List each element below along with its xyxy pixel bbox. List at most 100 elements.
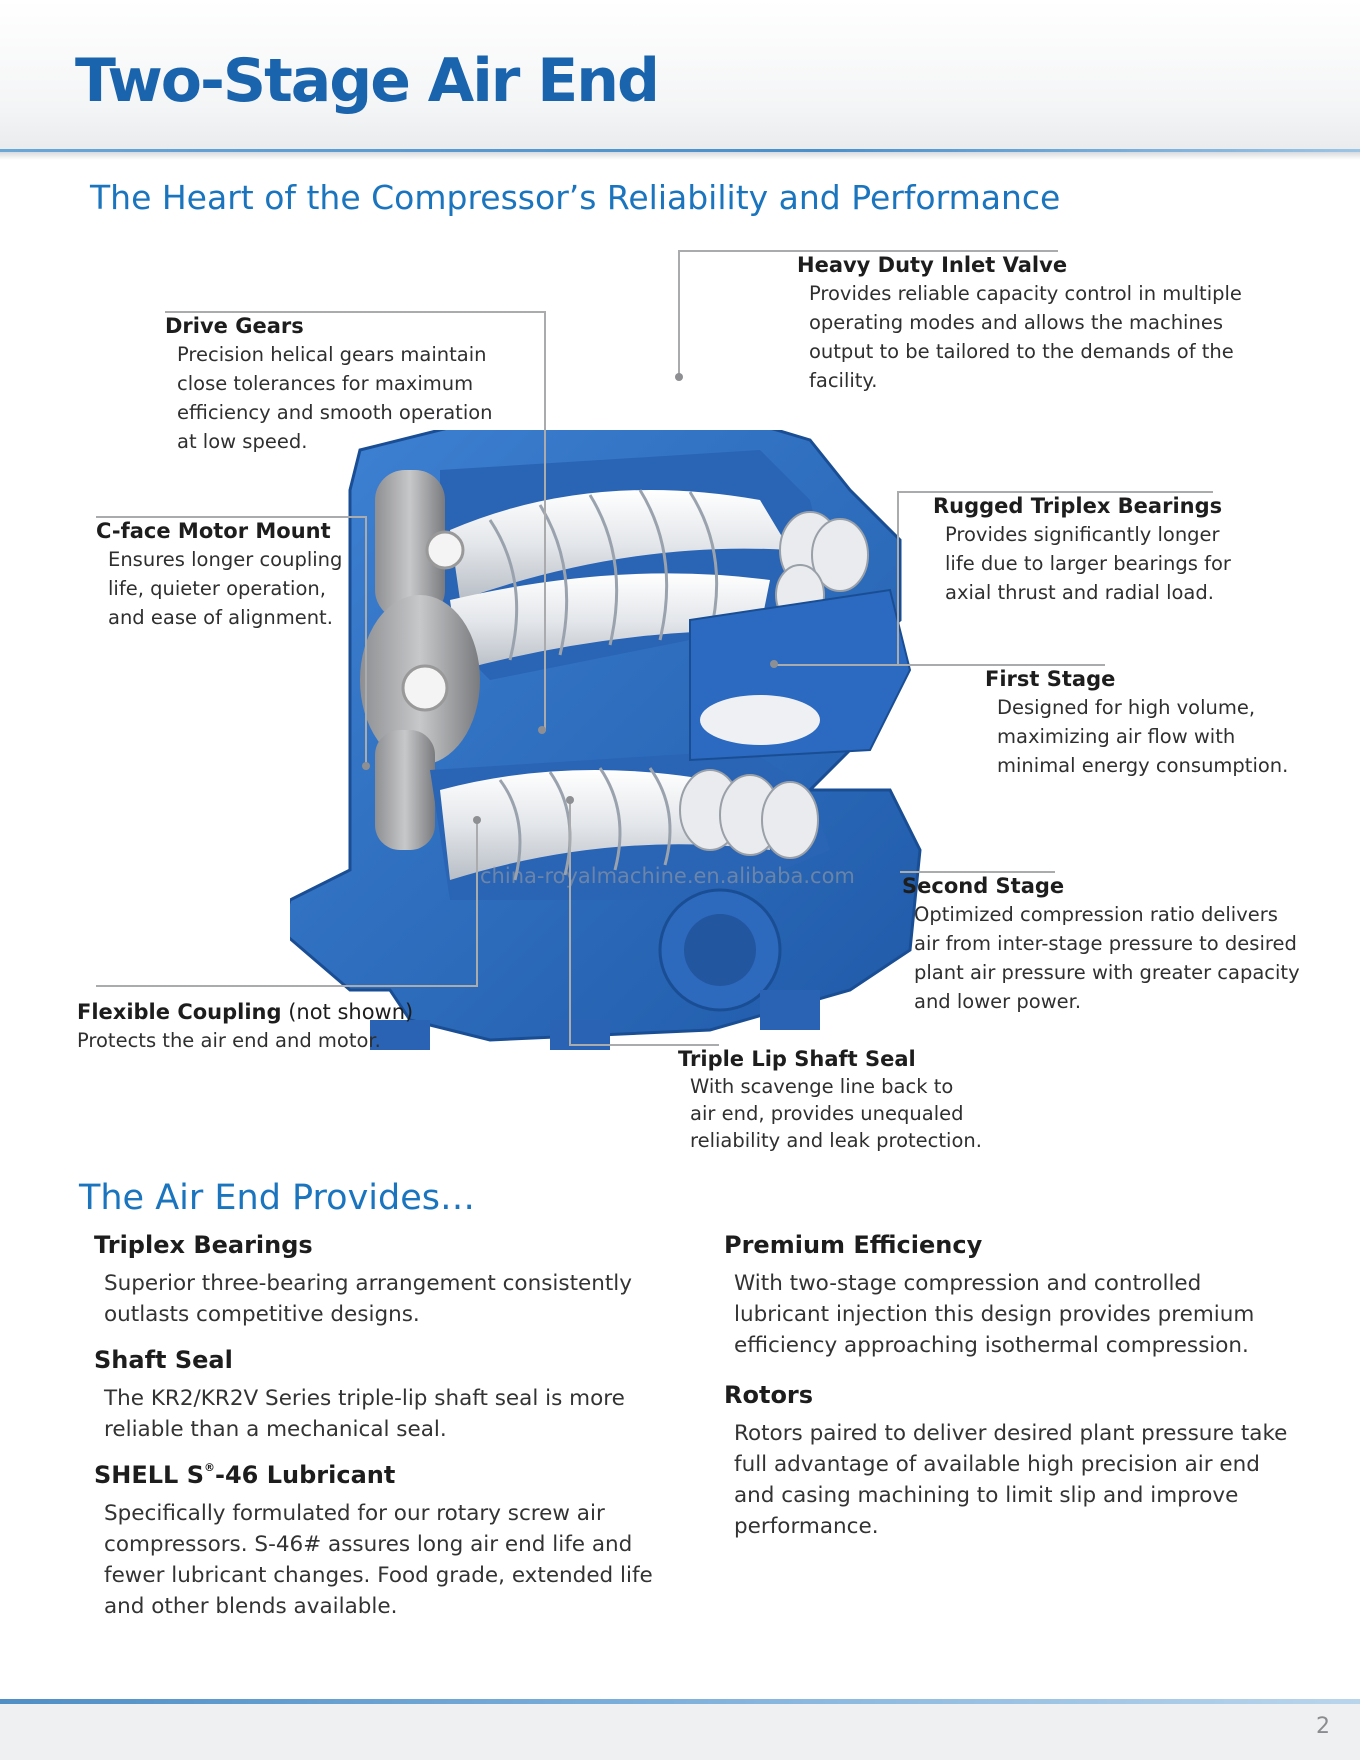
feature-title-part: -46 Lubricant [215,1461,396,1489]
leader-drive-gears-h [165,311,545,313]
feature-line: and other blends available. [104,1594,398,1619]
page-subtitle: The Heart of the Compressor’s Reliabilit… [90,178,1061,217]
footer-band [0,1704,1360,1760]
feature-line: and casing machining to limit slip and i… [734,1483,1239,1508]
leader-dot [473,816,481,824]
feature-title: SHELL S®-46 Lubricant [94,1461,654,1489]
page-title: Two-Stage Air End [75,46,660,116]
feature-line: reliable than a mechanical seal. [104,1417,447,1442]
callout-motor-mount: C-face Motor Mount Ensures longer coupli… [96,519,342,632]
callout-line: Optimized compression ratio delivers [914,903,1278,926]
feature-premium-efficiency: Premium Efficiency With two-stage compre… [724,1231,1324,1361]
callout-line: Ensures longer coupling [108,548,343,571]
leader-dot [675,373,683,381]
header-band [0,0,1360,152]
callout-title-text: Flexible Coupling [77,1000,282,1024]
callout-line: Protects the air end and motor. [77,1029,381,1052]
callout-body: Provides significantly longer life due t… [933,520,1231,607]
feature-line: compressors. S-46# assures long air end … [104,1532,633,1557]
feature-title: Rotors [724,1381,814,1409]
leader-inlet-h [678,250,1058,252]
header-rule [0,149,1360,152]
callout-line: output to be tailored to the demands of … [809,340,1234,363]
feature-body: With two-stage compression and controlle… [724,1268,1324,1361]
callout-line: reliability and leak protection. [690,1129,982,1152]
leader-coupling-h [96,985,476,987]
callout-line: air from inter-stage pressure to desired [914,932,1297,955]
callout-line: life, quieter operation, [108,577,326,600]
callout-line: close tolerances for maximum [177,372,474,395]
feature-line: efficiency approaching isothermal compre… [734,1333,1249,1358]
leader-motor-mount-h [96,516,366,518]
footer-rule [0,1699,1360,1704]
leader-dot [362,762,370,770]
leader-coupling-v [476,820,478,987]
callout-line: facility. [809,369,878,392]
leader-first-stage-h [775,664,1105,666]
callout-body: Provides reliable capacity control in mu… [797,279,1242,395]
feature-line: Rotors paired to deliver desired plant p… [734,1421,1288,1446]
callout-body: Ensures longer coupling life, quieter op… [96,545,342,632]
callout-body: Designed for high volume, maximizing air… [985,693,1288,780]
callout-line: operating modes and allows the machines [809,311,1223,334]
leader-motor-mount-v [365,516,367,766]
callout-body: Optimized compression ratio delivers air… [902,900,1300,1016]
callout-line: plant air pressure with greater capacity [914,961,1300,984]
callout-shaft-seal: Triple Lip Shaft Seal With scavenge line… [678,1047,982,1154]
callout-body: With scavenge line back to air end, prov… [678,1073,982,1154]
leader-bearings-h [897,491,1213,493]
callout-line: axial thrust and radial load. [945,581,1214,604]
callout-title: Second Stage [902,874,1065,898]
leader-bearings-v [897,491,899,666]
callout-title: Triple Lip Shaft Seal [678,1047,916,1071]
header-shadow [0,152,1360,160]
leader-dot [538,726,546,734]
section-title: The Air End Provides… [79,1178,475,1218]
registered-mark: ® [204,1461,215,1474]
callout-body: Precision helical gears maintain close t… [165,340,493,456]
feature-body: Specifically formulated for our rotary s… [94,1498,654,1622]
feature-line: full advantage of available high precisi… [734,1452,1260,1477]
callout-line: Designed for high volume, [997,696,1256,719]
feature-line: Superior three-bearing arrangement consi… [104,1271,632,1296]
feature-lubricant: SHELL S®-46 Lubricant Specifically formu… [94,1461,654,1622]
leader-dot [770,660,778,668]
callout-line: Precision helical gears maintain [177,343,487,366]
callout-line: Provides reliable capacity control in mu… [809,282,1242,305]
leader-seal-h [569,1044,719,1046]
watermark: china-royalmachine.en.alibaba.com [480,864,855,888]
callout-title: Heavy Duty Inlet Valve [797,253,1068,277]
leader-seal-v [569,800,571,1045]
feature-title-part: SHELL S [94,1461,204,1489]
feature-line: Specifically formulated for our rotary s… [104,1501,605,1526]
feature-rotors: Rotors Rotors paired to deliver desired … [724,1381,1324,1542]
page-number: 2 [1316,1714,1330,1739]
callout-title: First Stage [985,667,1116,691]
feature-body: Rotors paired to deliver desired plant p… [724,1418,1324,1542]
callout-first-stage: First Stage Designed for high volume, ma… [985,667,1288,780]
callout-drive-gears: Drive Gears Precision helical gears main… [165,314,493,456]
air-end-illustration [290,430,922,1050]
feature-triplex-bearings: Triplex Bearings Superior three-bearing … [94,1231,654,1330]
callout-title: C-face Motor Mount [96,519,331,543]
callout-body: Protects the air end and motor. [77,1026,413,1055]
leader-second-stage-h [900,871,1055,873]
callout-flexible-coupling: Flexible Coupling (not shown) Protects t… [77,1000,413,1055]
callout-triplex-bearings: Rugged Triplex Bearings Provides signifi… [933,494,1231,607]
callout-line: air end, provides unequaled [690,1102,964,1125]
feature-title: Triplex Bearings [94,1231,313,1259]
leader-dot [566,796,574,804]
callout-line: With scavenge line back to [690,1075,954,1098]
callout-line: Provides significantly longer [945,523,1220,546]
callout-line: minimal energy consumption. [997,754,1289,777]
callout-line: efficiency and smooth operation [177,401,493,424]
feature-body: The KR2/KR2V Series triple-lip shaft sea… [94,1383,654,1445]
feature-line: performance. [734,1514,879,1539]
callout-line: and ease of alignment. [108,606,333,629]
feature-line: fewer lubricant changes. Food grade, ext… [104,1563,653,1588]
feature-line: lubricant injection this design provides… [734,1302,1255,1327]
callout-title-note: (not shown) [281,1000,414,1024]
feature-shaft-seal: Shaft Seal The KR2/KR2V Series triple-li… [94,1346,654,1445]
callout-title: Drive Gears [165,314,304,338]
feature-line: The KR2/KR2V Series triple-lip shaft sea… [104,1386,625,1411]
